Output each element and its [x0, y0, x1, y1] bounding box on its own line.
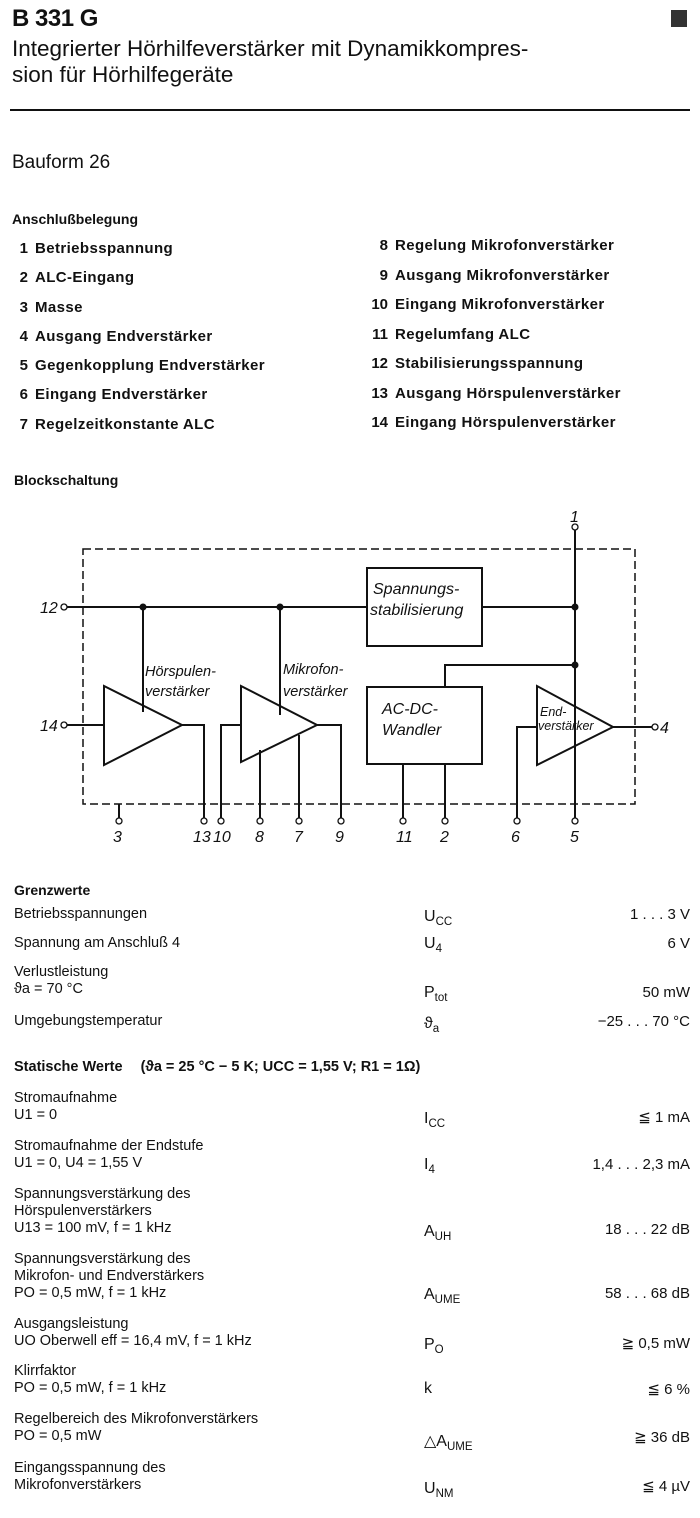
title-line-1: Integrierter Hörhilfeverstärker mit Dyna…: [12, 36, 529, 61]
static-heading-line: Statische Werte (ϑa = 25 °C − 5 K; UCC =…: [14, 1059, 420, 1075]
wire-pin6-in: [516, 726, 537, 818]
pin-number-12: 12: [40, 600, 58, 617]
pin-number-11: 11: [396, 829, 413, 846]
chip-outline: [82, 548, 636, 805]
pin-terminal-6: [513, 817, 521, 825]
block-ac-dc-converter: [366, 686, 483, 765]
pin-terminal-14: [60, 721, 68, 729]
limits-row: Spannung am Anschluß 4 U4 6 V: [14, 935, 690, 956]
limits-heading: Grenzwerte: [14, 882, 91, 898]
pin-terminal-10: [217, 817, 225, 825]
limits-row: Betriebsspannungen UCC 1 . . . 3 V: [14, 906, 690, 929]
static-conditions: (ϑa = 25 °C − 5 K; UCC = 1,55 V; R1 = 1Ω…: [140, 1059, 421, 1075]
pin-terminal-13: [200, 817, 208, 825]
junction-dot: [276, 603, 284, 611]
corner-marker: [671, 10, 687, 27]
label-converter-1: AC-DC-: [381, 701, 438, 718]
label-end-2: verstärker: [538, 719, 594, 733]
block-diagram: Spannungs- stabilisierung AC-DC- Wandler…: [40, 509, 669, 846]
label-end-1: End-: [540, 705, 566, 719]
wire-pin13-out: [182, 724, 205, 818]
header-divider: [10, 109, 690, 111]
pin-terminal-7: [295, 817, 303, 825]
junction-dot: [139, 603, 147, 611]
label-converter-2: Wandler: [382, 722, 442, 739]
block-diagram-heading: Blockschaltung: [14, 472, 119, 488]
wire-acdc-supply: [444, 664, 575, 687]
pin-number-9: 9: [335, 829, 344, 846]
part-number: B 331 G: [12, 5, 98, 32]
pin-terminal-3: [115, 817, 123, 825]
amp-end-triangle: [536, 684, 616, 767]
title-line-2: sion für Hörhilfegeräte: [12, 62, 234, 87]
label-stabilizer-2: stabilisierung: [370, 602, 463, 619]
pin-number-2: 2: [439, 829, 449, 846]
pin-terminal-4: [651, 723, 659, 731]
pin-number-4: 4: [660, 720, 669, 737]
pinout-heading: Anschlußbelegung: [12, 211, 138, 227]
pin-number-3: 3: [113, 829, 122, 846]
document-title: Integrierter Hörhilfeverstärker mit Dyna…: [12, 36, 692, 88]
label-mikrofon-2: verstärker: [283, 684, 349, 700]
block-voltage-stabilizer: [366, 567, 483, 647]
pin-number-13: 13: [193, 829, 211, 846]
junction-dot: [571, 603, 579, 611]
pin-terminal-2: [441, 817, 449, 825]
pin-number-1: 1: [570, 509, 579, 526]
pin-number-10: 10: [213, 829, 231, 846]
pin-number-5: 5: [570, 829, 579, 846]
pin-terminal-11: [399, 817, 407, 825]
pin-number-14: 14: [40, 718, 58, 735]
junction-dot: [571, 661, 579, 669]
wire-pin9-out: [317, 724, 342, 818]
pin-number-8: 8: [255, 829, 264, 846]
limits-row: Umgebungstemperatur ϑa −25 . . . 70 °C: [14, 1013, 690, 1036]
wire-pin10-in: [220, 724, 241, 818]
pin-terminal-5: [571, 817, 579, 825]
pin-terminal-1: [571, 523, 579, 531]
pin-terminal-9: [337, 817, 345, 825]
pin-number-6: 6: [511, 829, 520, 846]
pin-number-7: 7: [294, 829, 304, 846]
label-stabilizer-1: Spannungs-: [373, 581, 459, 598]
label-hoerspulen-2: verstärker: [145, 684, 211, 700]
static-heading: Statische Werte: [14, 1059, 123, 1075]
label-mikrofon-1: Mikrofon-: [283, 662, 344, 678]
package-label: Bauform 26: [12, 152, 111, 173]
pin-terminal-12: [60, 603, 68, 611]
label-hoerspulen-1: Hörspulen-: [145, 664, 216, 680]
pin-terminal-8: [256, 817, 264, 825]
